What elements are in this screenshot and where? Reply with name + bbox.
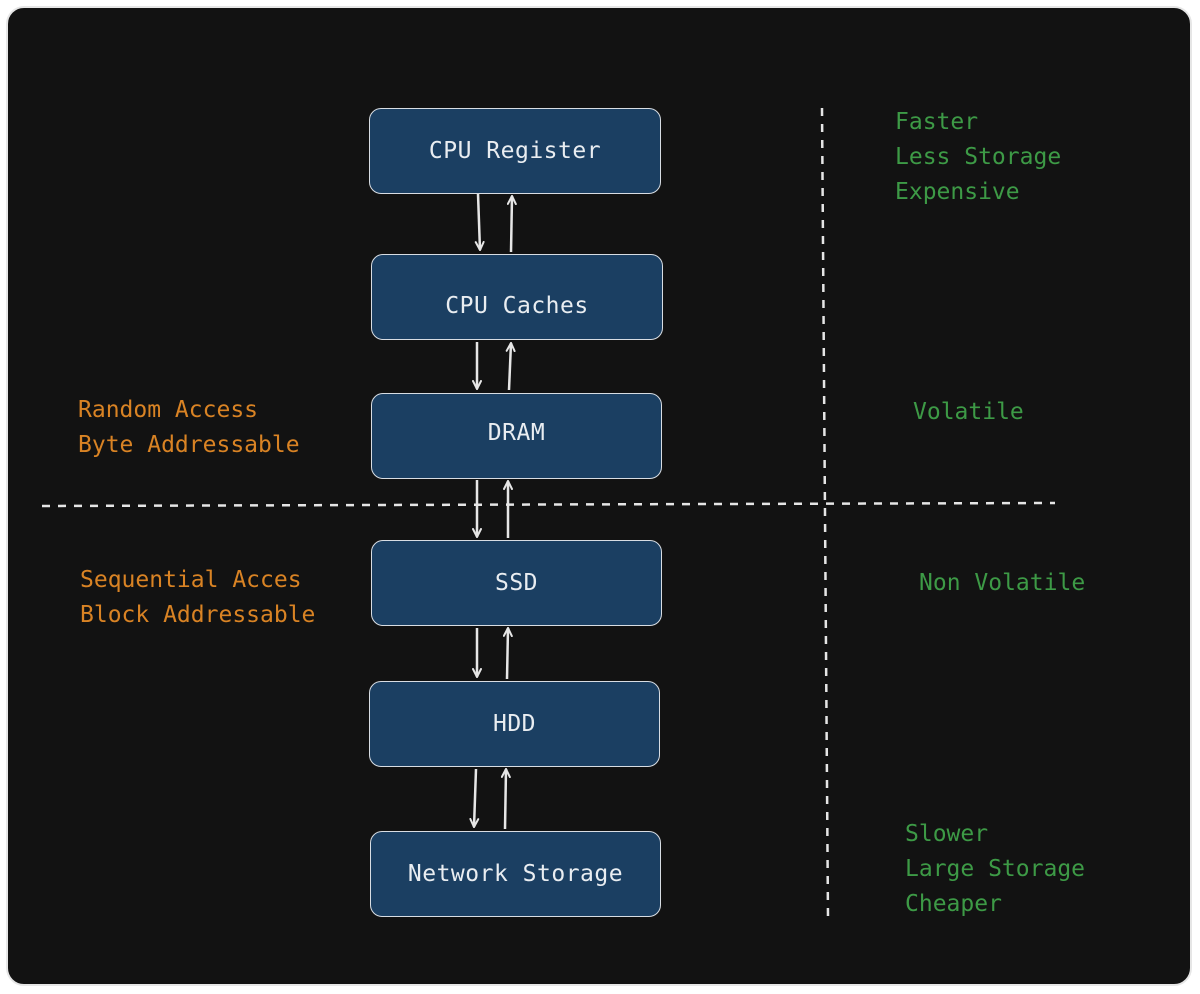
top-properties-note: Faster Less Storage Expensive	[895, 105, 1061, 210]
volatile-label: Volatile	[913, 395, 1024, 430]
bottom-property-line-2: Large Storage	[905, 856, 1086, 882]
top-property-line-1: Faster	[895, 109, 979, 135]
network-storage-box: Network Storage	[370, 831, 661, 917]
bottom-property-line-3: Cheaper	[905, 891, 1002, 917]
top-property-line-3: Expensive	[895, 179, 1020, 205]
random-access-line-1: Random Access	[78, 397, 259, 423]
bottom-properties-note: Slower Large Storage Cheaper	[905, 817, 1085, 922]
ssd-box: SSD	[371, 540, 662, 626]
random-access-line-2: Byte Addressable	[78, 432, 300, 458]
volatile-text: Volatile	[913, 399, 1024, 425]
sequential-access-note: Sequential Acces Block Addressable	[80, 563, 315, 633]
sequential-access-line-1: Sequential Acces	[80, 567, 302, 593]
cpu-caches-box: CPU Caches	[371, 254, 663, 340]
cpu-register-box: CPU Register	[369, 108, 661, 194]
non-volatile-text: Non Volatile	[919, 570, 1086, 596]
top-property-line-2: Less Storage	[895, 144, 1062, 170]
non-volatile-label: Non Volatile	[919, 566, 1085, 601]
bottom-property-line-1: Slower	[905, 821, 989, 847]
sequential-access-line-2: Block Addressable	[80, 602, 316, 628]
random-access-note: Random Access Byte Addressable	[78, 393, 300, 463]
dram-box: DRAM	[371, 393, 662, 479]
hdd-box: HDD	[369, 681, 660, 767]
